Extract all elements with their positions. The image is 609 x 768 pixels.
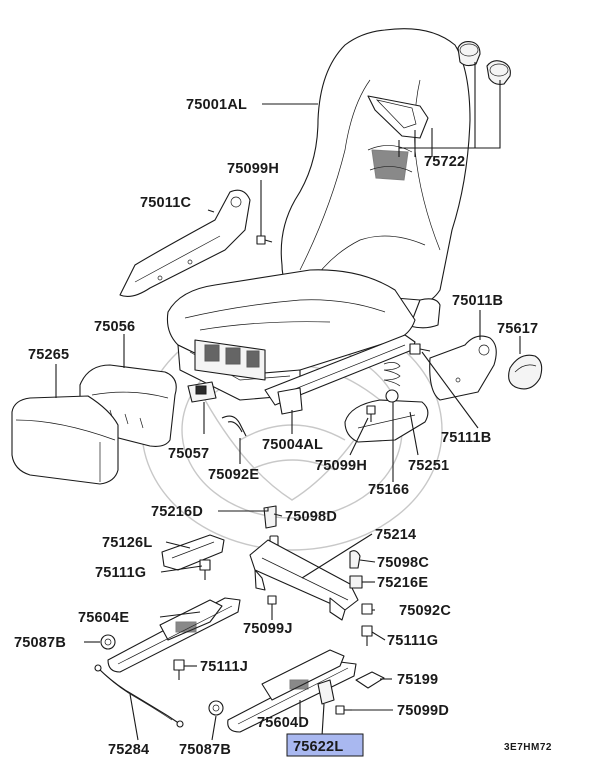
label-75617[interactable]: 75617 — [497, 321, 538, 337]
label-75004AL[interactable]: 75004AL — [262, 437, 323, 453]
seat-rail-right[interactable] — [227, 649, 357, 733]
bolt-75099H-lower[interactable] — [366, 405, 376, 422]
label-75622L[interactable]: 75622L — [293, 739, 343, 755]
label-75111G-right[interactable]: 75111G — [387, 633, 438, 649]
label-75099H-lower[interactable]: 75099H — [315, 458, 367, 474]
bolt-75099J[interactable] — [267, 595, 277, 612]
bracket-75126L[interactable] — [161, 534, 225, 571]
bolt-75099H-upper[interactable] — [256, 235, 273, 245]
label-75265[interactable]: 75265 — [28, 347, 69, 363]
spring-75166[interactable] — [383, 362, 401, 403]
recliner-knob[interactable] — [508, 354, 543, 390]
leader-lines — [55, 62, 521, 741]
label-75284[interactable]: 75284 — [108, 742, 149, 758]
label-75098C[interactable]: 75098C — [377, 555, 429, 571]
label-75011C[interactable]: 75011C — [140, 195, 192, 211]
label-75214[interactable]: 75214 — [375, 527, 416, 543]
label-75092E[interactable]: 75092E — [208, 467, 259, 483]
diagram-code: 3E7HM72 — [504, 742, 552, 753]
label-75099H-upper[interactable]: 75099H — [227, 161, 279, 177]
part-labels: 75001AL 75722 75099H 75011C 75056 75265 … — [14, 97, 552, 758]
bolt-75111G-left[interactable] — [199, 559, 211, 580]
label-75092C[interactable]: 75092C — [399, 603, 451, 619]
clip-75057[interactable] — [187, 381, 217, 403]
seat-back[interactable] — [280, 28, 471, 329]
label-75098D[interactable]: 75098D — [285, 509, 337, 525]
cushion-frame-center — [194, 339, 266, 381]
label-75166[interactable]: 75166 — [368, 482, 409, 498]
lower-frame-75214[interactable] — [249, 539, 359, 621]
label-75111B[interactable]: 75111B — [441, 430, 491, 446]
clip-75216E[interactable] — [349, 575, 363, 589]
harness-cap-2[interactable] — [486, 60, 511, 85]
plate-75199[interactable] — [355, 671, 385, 689]
label-75604D[interactable]: 75604D — [257, 715, 309, 731]
side-cover-left[interactable] — [119, 189, 251, 297]
cap-75098C[interactable] — [349, 550, 361, 569]
label-75216E[interactable]: 75216E — [377, 575, 428, 591]
label-75111J[interactable]: 75111J — [200, 659, 248, 675]
seat-rail-left[interactable] — [107, 597, 241, 673]
label-75722[interactable]: 75722 — [424, 154, 465, 170]
label-75056[interactable]: 75056 — [94, 319, 135, 335]
clip-75092C[interactable] — [361, 603, 373, 615]
label-75087B-left[interactable]: 75087B — [14, 635, 66, 651]
label-75087B-bottom[interactable]: 75087B — [179, 742, 231, 758]
label-75001AL[interactable]: 75001AL — [186, 97, 247, 113]
label-75199[interactable]: 75199 — [397, 672, 438, 688]
side-cover-right[interactable] — [429, 335, 497, 401]
label-75126L[interactable]: 75126L — [102, 535, 152, 551]
bolt-75111J[interactable] — [173, 659, 185, 680]
harness-cap-1[interactable] — [457, 41, 481, 67]
label-75011B[interactable]: 75011B — [452, 293, 503, 309]
bolt-75111G-right[interactable] — [361, 625, 373, 646]
recliner-cover[interactable] — [344, 399, 429, 443]
clip-75216D[interactable] — [263, 505, 277, 529]
bolt-75099D[interactable] — [335, 705, 352, 715]
bolt-75111B[interactable] — [409, 343, 431, 355]
cushion-side-bracket — [277, 387, 303, 415]
seat-pad[interactable] — [11, 395, 119, 485]
label-75604E[interactable]: 75604E — [78, 610, 129, 626]
label-75099D[interactable]: 75099D — [397, 703, 449, 719]
nut-75087B-bottom[interactable] — [208, 700, 224, 716]
nut-75087B-left[interactable] — [100, 634, 116, 650]
label-75111G-left[interactable]: 75111G — [95, 565, 146, 581]
cable-75284[interactable] — [94, 664, 184, 728]
label-75099J[interactable]: 75099J — [243, 621, 293, 637]
bracket-75622L[interactable] — [317, 679, 335, 705]
highlight-box-75622L — [286, 733, 364, 757]
label-75251[interactable]: 75251 — [408, 458, 449, 474]
label-75057[interactable]: 75057 — [168, 446, 209, 462]
clip-75092E[interactable] — [221, 415, 247, 437]
label-75216D[interactable]: 75216D — [151, 504, 203, 520]
